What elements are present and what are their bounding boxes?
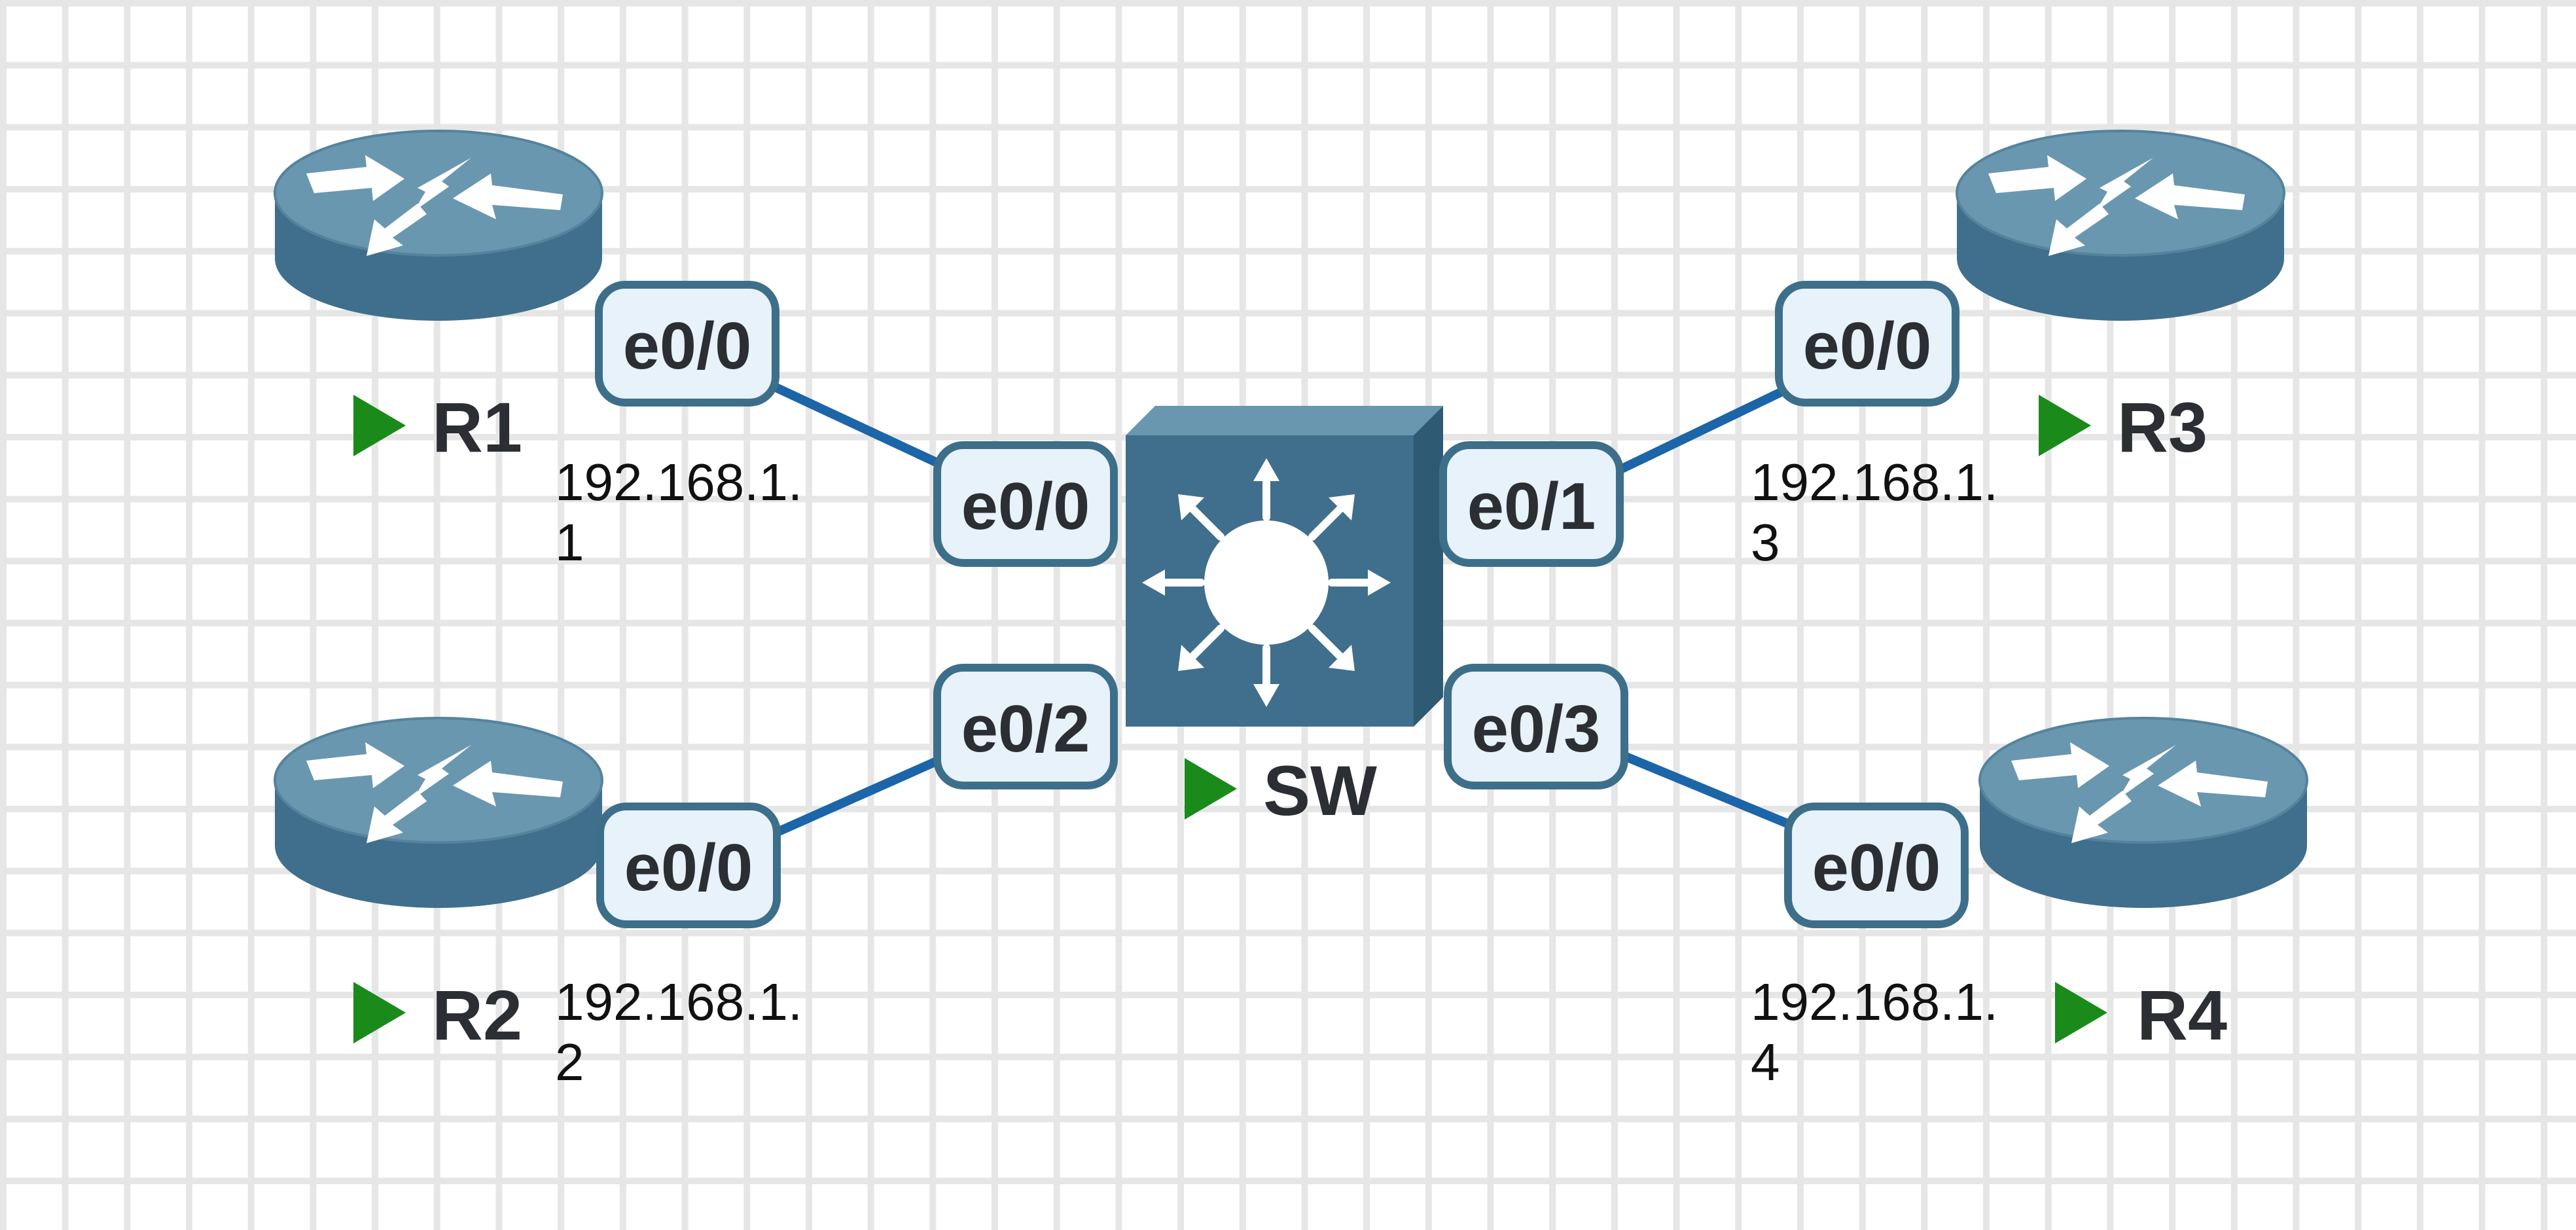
port-label: e0/0 [1812,831,1941,905]
router-r2[interactable]: R2 192.168.1. 2 [274,717,802,1091]
port-label: e0/0 [624,831,753,905]
node-label-r4: R4 [2137,975,2227,1055]
port-r1-e0-0[interactable]: e0/0 [599,285,776,403]
port-label: e0/1 [1467,470,1596,543]
router-r4[interactable]: R4 192.168.1. 4 [1751,717,2308,1091]
router-icon [1978,717,2308,909]
switch-sw[interactable]: SW [1126,406,1443,830]
ip-label-r1-line1: 192.168.1. [555,453,802,511]
port-r3-e0-0[interactable]: e0/0 [1779,285,1956,403]
port-r4-e0-0[interactable]: e0/0 [1788,806,1965,924]
port-sw-e0-3[interactable]: e0/3 [1448,668,1624,786]
link-r4-sw[interactable] [1615,748,1808,836]
port-label: e0/0 [961,470,1090,543]
ip-label-r2-line2: 2 [555,1033,584,1091]
node-label-sw: SW [1263,751,1377,830]
node-label-r1: R1 [432,388,522,467]
port-sw-e0-0[interactable]: e0/0 [937,445,1114,563]
port-label: e0/3 [1472,693,1601,766]
play-status-icon [2039,395,2091,456]
port-sw-e0-1[interactable]: e0/1 [1443,445,1620,563]
node-label-r3: R3 [2117,388,2208,467]
node-label-r2: R2 [432,975,522,1055]
port-label: e0/0 [1803,310,1932,383]
ip-label-r4-line1: 192.168.1. [1751,973,1998,1031]
play-status-icon [1185,758,1237,820]
link-r2-sw[interactable] [777,748,957,836]
port-sw-e0-2[interactable]: e0/2 [937,668,1114,786]
links [757,375,1808,836]
ip-label-r2-line1: 192.168.1. [555,973,802,1031]
ip-label-r4-line2: 4 [1751,1033,1780,1091]
router-r3[interactable]: R3 192.168.1. 3 [1751,130,2285,571]
port-label: e0/2 [961,693,1090,766]
port-label: e0/0 [623,310,752,383]
router-icon [1956,130,2285,322]
port-r2-e0-0[interactable]: e0/0 [600,806,777,924]
link-r3-sw[interactable] [1614,382,1796,476]
router-r1[interactable]: R1 192.168.1. 1 [274,130,802,571]
ip-label-r1-line2: 1 [555,513,584,571]
router-icon [274,130,603,322]
ip-label-r3-line2: 3 [1751,513,1780,571]
ip-label-r3-line1: 192.168.1. [1751,453,1998,511]
play-status-icon [353,395,406,456]
play-status-icon [353,982,406,1043]
play-status-icon [2055,982,2107,1043]
multilayer-switch-icon [1126,406,1443,727]
link-r1-sw[interactable] [757,375,957,476]
router-icon [274,717,603,909]
